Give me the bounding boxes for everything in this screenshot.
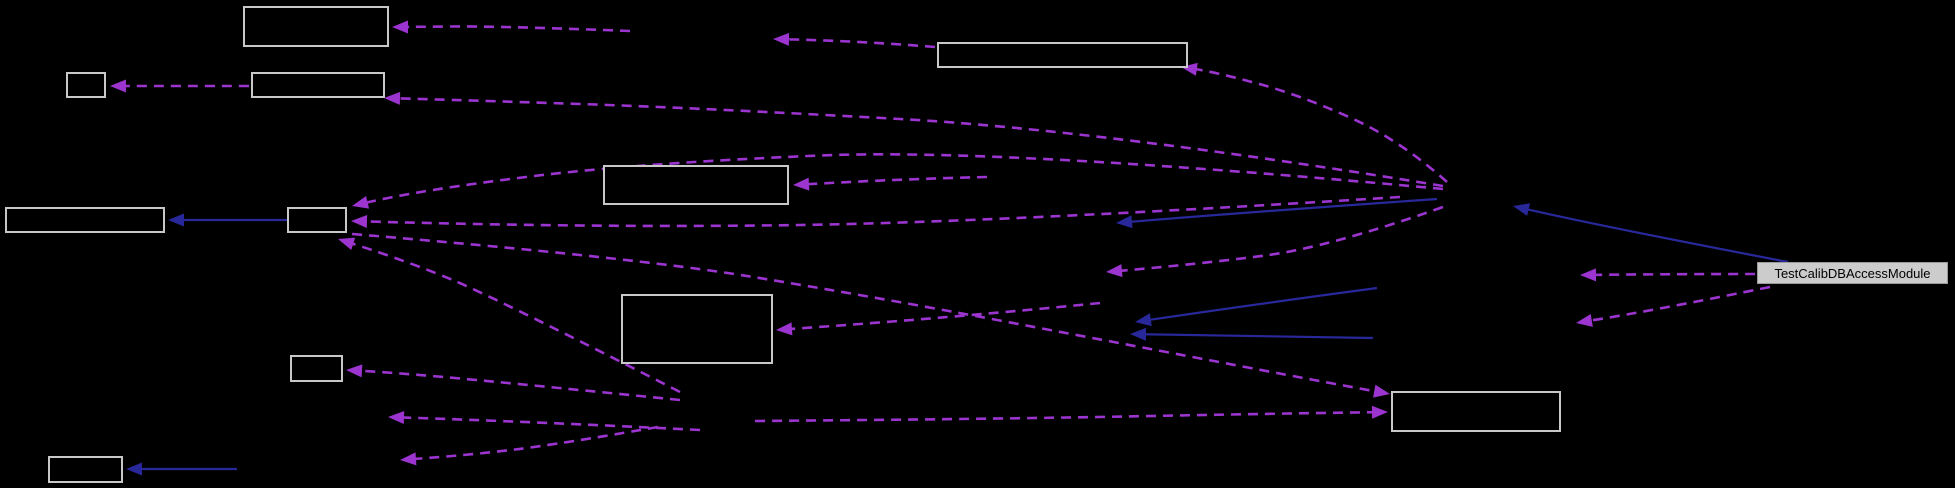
arrowhead-icon xyxy=(1373,384,1390,398)
dashed-edge xyxy=(805,175,988,186)
arrowhead-icon xyxy=(793,177,810,191)
arrowhead-icon xyxy=(346,364,363,378)
node-testcalibdbaccessmodule[interactable]: TestCalibDBAccessModule xyxy=(1757,262,1948,284)
node-box-right-low[interactable] xyxy=(1391,391,1561,432)
dashed-edge xyxy=(351,232,1378,393)
node-box-small-left[interactable] xyxy=(66,72,106,98)
dashed-edge xyxy=(349,241,681,394)
solid-edge xyxy=(1142,333,1374,340)
arrowhead-icon xyxy=(1135,313,1152,327)
dashed-edge xyxy=(788,301,1101,331)
dashed-edge xyxy=(1588,285,1771,323)
arrowhead-icon xyxy=(351,214,368,228)
dashed-edge xyxy=(412,425,659,461)
dashed-edge xyxy=(363,195,1401,228)
arrowhead-icon xyxy=(776,322,793,336)
dashed-edge xyxy=(364,153,1444,205)
arrowhead-icon xyxy=(110,79,126,93)
dashed-edge xyxy=(785,37,936,49)
dashed-edge xyxy=(403,25,631,33)
arrowhead-icon xyxy=(338,237,356,251)
arrowhead-icon xyxy=(1116,215,1133,229)
dashed-edge xyxy=(1592,272,1756,277)
node-box-mid-upper[interactable] xyxy=(603,165,789,205)
solid-edge xyxy=(1147,286,1378,322)
node-box-top-wide[interactable] xyxy=(937,42,1188,68)
dashed-edge xyxy=(400,416,701,432)
arrowhead-icon xyxy=(388,411,405,425)
solid-edge xyxy=(1128,197,1438,224)
node-box-bottom-left[interactable] xyxy=(48,456,123,483)
arrowhead-icon xyxy=(168,213,184,227)
arrowhead-icon xyxy=(352,196,370,209)
dashed-edge xyxy=(396,97,1444,188)
arrowhead-icon xyxy=(384,91,401,105)
node-box-small-mid[interactable] xyxy=(290,355,343,382)
node-box-row2[interactable] xyxy=(251,72,385,98)
arrowhead-icon xyxy=(1130,327,1147,341)
arrowhead-icon xyxy=(773,32,790,46)
node-box-top-left[interactable] xyxy=(243,6,389,47)
arrowhead-icon xyxy=(1576,314,1593,327)
solid-edge xyxy=(1525,207,1789,264)
dashed-edge xyxy=(358,369,681,402)
arrowhead-icon xyxy=(1106,264,1123,278)
dashed-edge xyxy=(1193,67,1448,183)
arrowhead-icon xyxy=(1371,405,1388,419)
dashed-edge xyxy=(754,410,1376,423)
arrowhead-icon xyxy=(1580,268,1597,282)
arrowhead-icon xyxy=(400,452,417,466)
node-box-left-wide[interactable] xyxy=(5,207,165,233)
arrowhead-icon xyxy=(392,20,408,34)
arrowhead-icon xyxy=(126,462,142,476)
node-box-mid-tall[interactable] xyxy=(621,294,773,364)
arrowhead-icon xyxy=(1513,203,1531,216)
node-box-hub-small[interactable] xyxy=(287,207,347,233)
dashed-edge xyxy=(1118,205,1444,273)
